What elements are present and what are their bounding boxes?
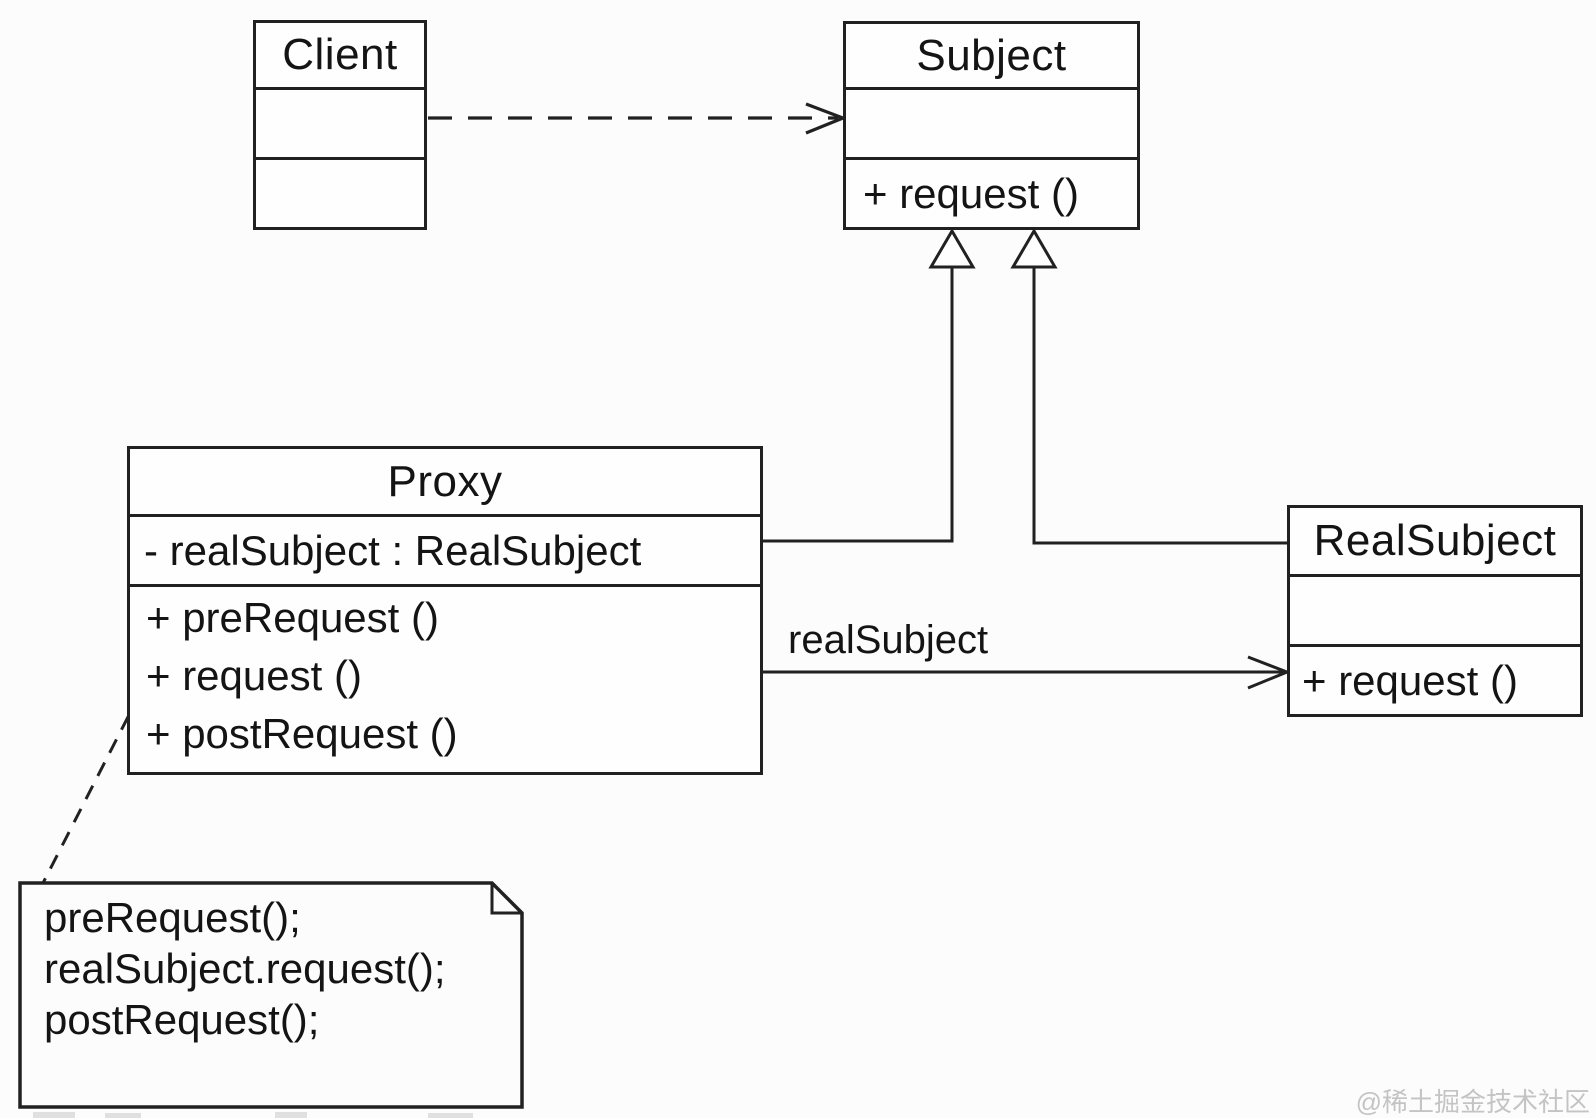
- bottom-crop-artifacts: [33, 1112, 473, 1118]
- class-box-subject: Subject + request (): [843, 21, 1140, 230]
- proxy-attribute-realsubject: - realSubject : RealSubject: [130, 517, 760, 587]
- class-box-proxy: Proxy - realSubject : RealSubject + preR…: [127, 446, 763, 775]
- note-line-3: postRequest();: [44, 996, 320, 1043]
- class-name-client: Client: [256, 23, 424, 90]
- client-methods-compartment: [256, 160, 424, 227]
- class-name-realsubject: RealSubject: [1290, 508, 1580, 577]
- subject-method-request: + request (): [863, 169, 1079, 217]
- proxy-method-postrequest: + postRequest (): [146, 710, 458, 757]
- note-shape: [18, 881, 524, 1109]
- generalization-proxy-subject: [763, 228, 976, 543]
- note-line-2: realSubject.request();: [44, 945, 446, 992]
- client-attributes-compartment: [256, 90, 424, 160]
- class-name-subject: Subject: [846, 24, 1137, 90]
- note-line-1: preRequest();: [44, 894, 301, 941]
- realsubject-attributes-compartment: [1290, 577, 1580, 647]
- dependency-arrow-client-subject: [428, 102, 848, 135]
- generalization-realsubject-subject: [1010, 228, 1287, 545]
- realsubject-method-request: + request (): [1302, 656, 1518, 704]
- proxy-methods-compartment: + preRequest () + request () + postReque…: [130, 587, 760, 772]
- class-box-client: Client: [253, 20, 427, 230]
- watermark-text: @稀土掘金技术社区: [1355, 1087, 1590, 1117]
- class-box-realsubject: RealSubject + request (): [1287, 505, 1583, 717]
- proxy-method-request: + request (): [146, 652, 362, 699]
- proxy-method-prerequest: + preRequest (): [146, 594, 439, 641]
- subject-attributes-compartment: [846, 90, 1137, 160]
- note-text: preRequest(); realSubject.request(); pos…: [44, 892, 446, 1045]
- association-label-realsubject: realSubject: [788, 618, 989, 662]
- class-name-proxy: Proxy: [130, 449, 760, 517]
